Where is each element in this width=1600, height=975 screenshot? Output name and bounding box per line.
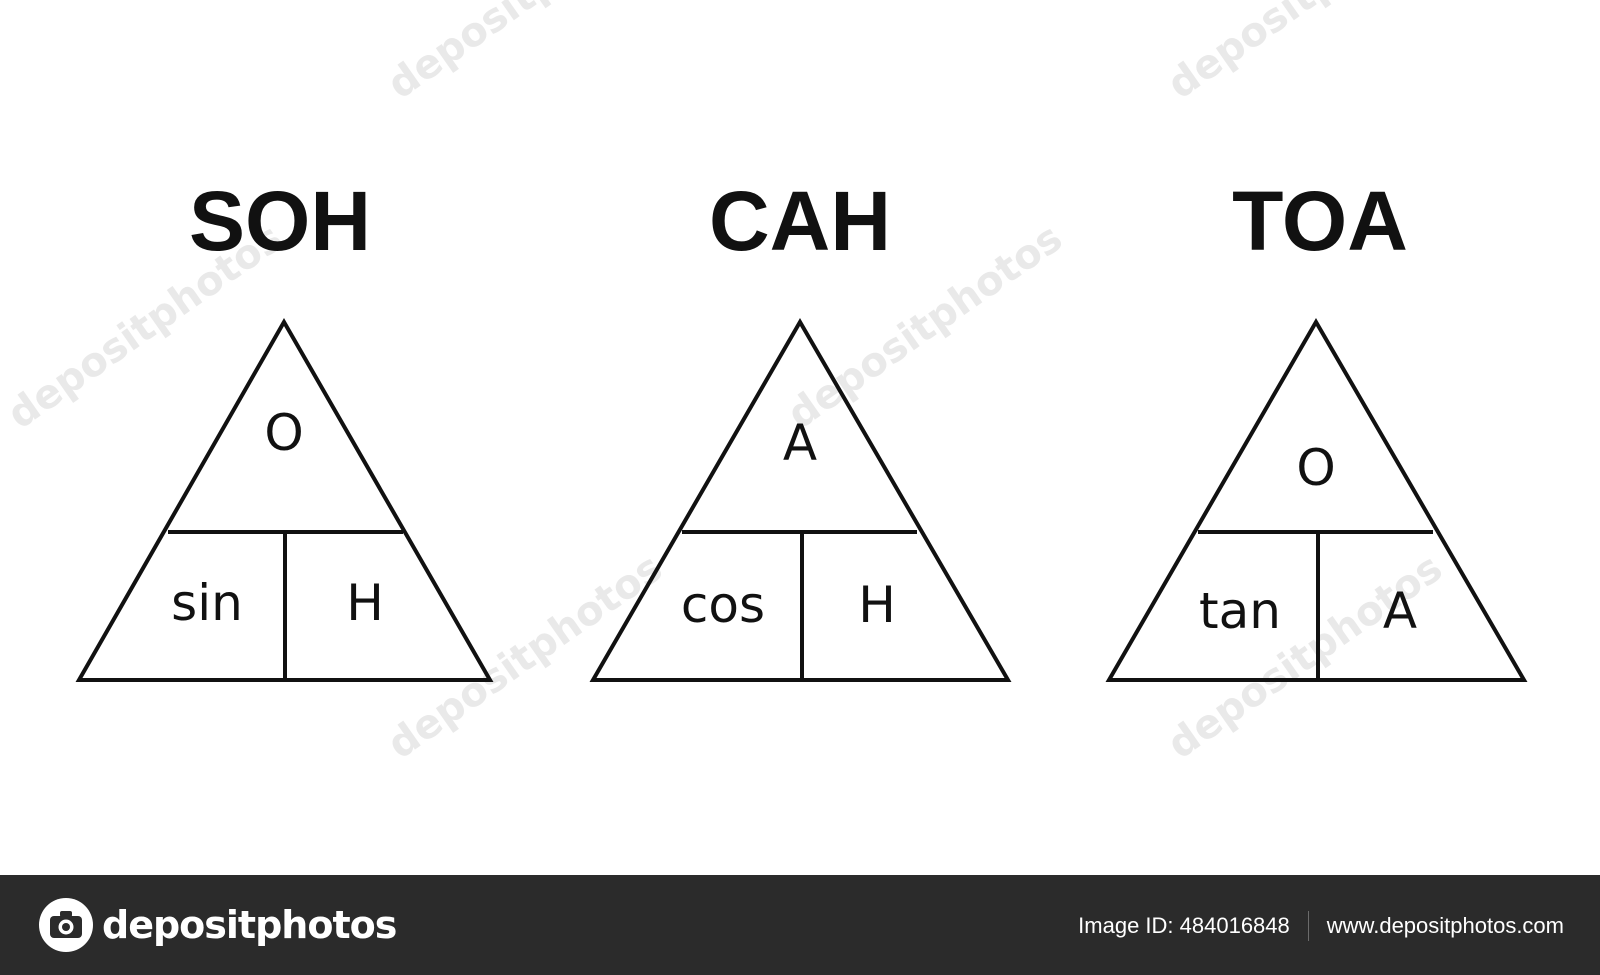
- footer-bar: depositphotos Image ID: 484016848 www.de…: [0, 875, 1600, 975]
- logo-text: depositphotos: [102, 903, 397, 947]
- trig-diagram: depositphotos depositphotos depositphoto…: [0, 0, 1528, 768]
- triangle-soh: SOH O sin H: [75, 174, 494, 682]
- top-cell-label: O: [1296, 439, 1335, 497]
- watermark-text: depositphotos: [379, 545, 670, 768]
- camera-icon: [39, 898, 93, 952]
- bottom-right-cell-label: H: [858, 576, 896, 634]
- watermark-layer: depositphotos depositphotos depositphoto…: [0, 0, 1451, 768]
- bottom-left-cell-label: tan: [1199, 582, 1281, 640]
- watermark-text: depositphotos: [379, 0, 670, 108]
- watermark-text: depositphotos: [1159, 0, 1450, 108]
- bottom-right-cell-label: A: [1383, 582, 1417, 640]
- triangle-title: TOA: [1232, 174, 1408, 268]
- bottom-left-cell-label: cos: [681, 576, 765, 634]
- top-cell-label: A: [783, 414, 817, 472]
- triangle-toa: TOA O tan A: [1105, 174, 1528, 682]
- trig-diagram-canvas: depositphotos depositphotos depositphoto…: [0, 0, 1528, 769]
- image-id-text: Image ID: 484016848: [1078, 913, 1290, 938]
- depositphotos-logo[interactable]: depositphotos: [38, 897, 397, 953]
- watermark-text: depositphotos: [1159, 545, 1450, 768]
- site-url-link[interactable]: www.depositphotos.com: [1326, 913, 1564, 938]
- bottom-right-cell-label: H: [346, 574, 384, 632]
- bottom-left-cell-label: sin: [171, 574, 243, 632]
- top-cell-label: O: [264, 404, 303, 462]
- triangle-cah: CAH A cos H: [589, 174, 1012, 682]
- triangle-title: CAH: [709, 174, 891, 268]
- triangle-title: SOH: [189, 174, 371, 268]
- footer-divider: [1307, 911, 1309, 941]
- footer-info: Image ID: 484016848 www.depositphotos.co…: [1078, 911, 1564, 941]
